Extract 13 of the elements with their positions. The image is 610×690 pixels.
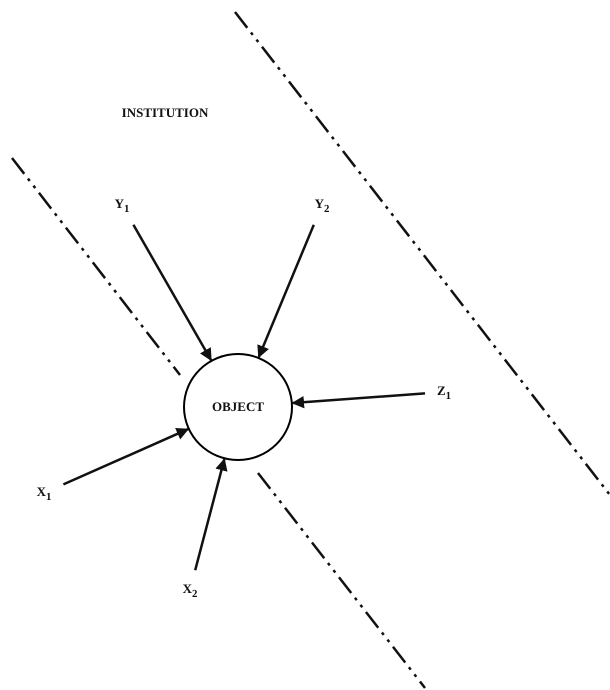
arrow (257, 224, 315, 358)
variable-label: Z$_{1}$ (436, 383, 452, 398)
arrow (132, 224, 212, 362)
arrow (62, 428, 190, 486)
variable-label: Y$_{1}$ (114, 196, 130, 212)
arrow (292, 392, 426, 408)
region-label: INSTITUTION (122, 105, 208, 121)
object-circle (183, 353, 293, 461)
arrow (194, 458, 228, 571)
variable-label: Y$_{2}$ (314, 196, 330, 212)
variable-label: X$_{1}$ (36, 484, 52, 500)
variable-label: X$_{2}$ (182, 581, 198, 596)
object-label: OBJECT (212, 399, 264, 415)
